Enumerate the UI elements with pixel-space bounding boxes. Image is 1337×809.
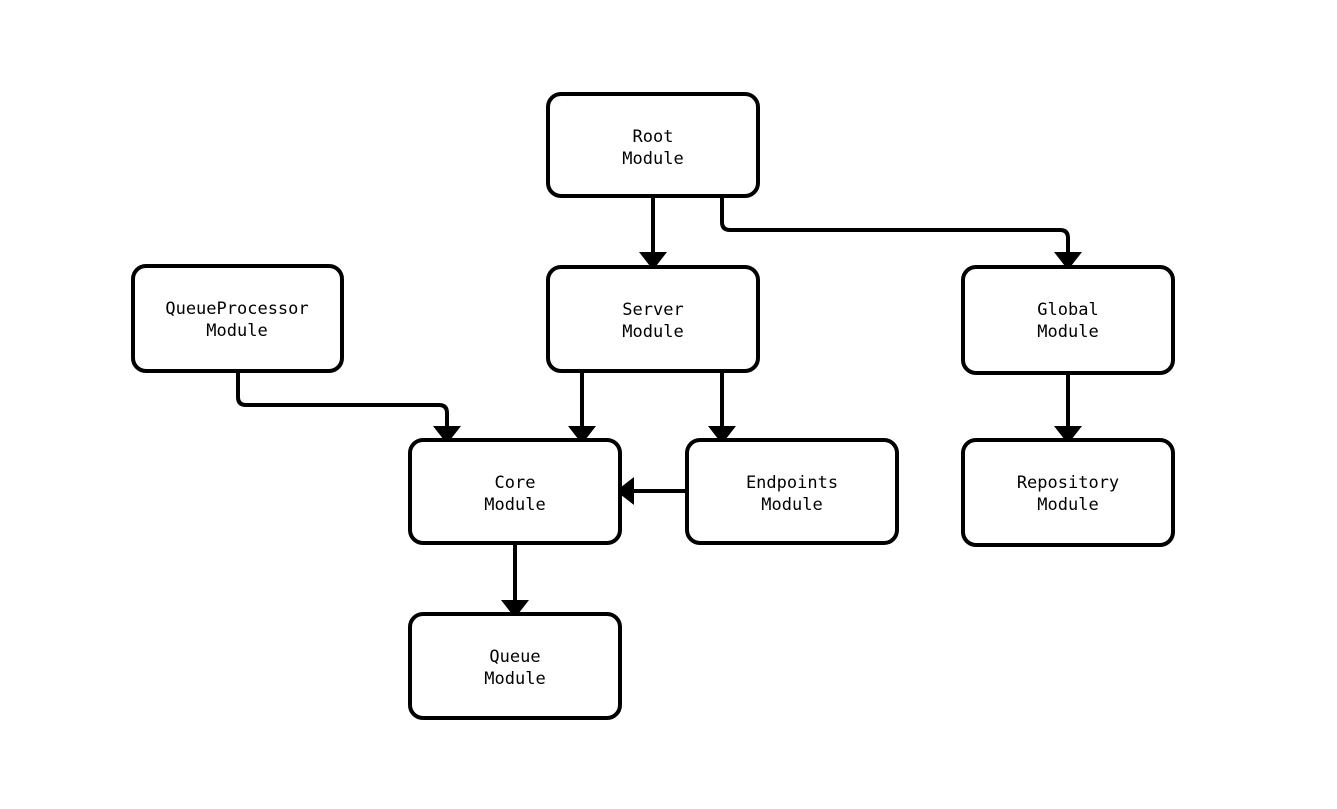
- arrowhead-down-icon: [433, 426, 461, 444]
- node-box[interactable]: [961, 438, 1175, 547]
- node-queueprocessor-module[interactable]: QueueProcessor Module: [131, 264, 344, 373]
- node-label-line1: Endpoints: [746, 473, 838, 493]
- node-label-line2: Module: [622, 322, 683, 342]
- node-box[interactable]: [685, 438, 899, 545]
- node-label-line2: Module: [206, 321, 267, 341]
- edge-server-to-core: [568, 371, 596, 444]
- node-box[interactable]: [546, 92, 760, 198]
- node-global-module[interactable]: Global Module: [961, 265, 1175, 375]
- node-label-line1: Global: [1037, 300, 1098, 320]
- node-layer: Root Module QueueProcessor Module Server…: [131, 92, 1175, 720]
- edge-line: [236, 371, 449, 426]
- edge-global-to-repository: [1054, 373, 1082, 444]
- node-label-line2: Module: [761, 495, 822, 515]
- node-box[interactable]: [546, 265, 760, 373]
- node-label-line1: Repository: [1017, 473, 1119, 493]
- node-box[interactable]: [408, 612, 622, 720]
- node-label-line2: Module: [484, 669, 545, 689]
- edge-layer: [236, 196, 1082, 618]
- node-box[interactable]: [131, 264, 344, 373]
- node-label-line1: Server: [622, 300, 683, 320]
- node-repository-module[interactable]: Repository Module: [961, 438, 1175, 547]
- node-label-line1: QueueProcessor: [165, 299, 308, 319]
- node-box[interactable]: [961, 265, 1175, 375]
- node-server-module[interactable]: Server Module: [546, 265, 760, 373]
- arrowhead-down-icon: [1054, 426, 1082, 444]
- node-label-line2: Module: [622, 149, 683, 169]
- edge-root-to-global: [720, 196, 1082, 270]
- node-root-module[interactable]: Root Module: [546, 92, 760, 198]
- node-core-module[interactable]: Core Module: [408, 438, 622, 545]
- node-endpoints-module[interactable]: Endpoints Module: [685, 438, 899, 545]
- edge-endpoints-to-core: [616, 477, 687, 505]
- edge-line: [720, 196, 1070, 252]
- arrowhead-left-icon: [616, 477, 634, 505]
- edge-queueprocessor-to-core: [236, 371, 461, 444]
- arrowhead-down-icon: [568, 426, 596, 444]
- node-label-line1: Root: [633, 127, 674, 147]
- node-label-line1: Core: [495, 473, 536, 493]
- arrowhead-down-icon: [1054, 252, 1082, 270]
- node-label-line1: Queue: [489, 647, 540, 667]
- edge-root-to-server: [639, 196, 667, 270]
- edge-core-to-queue: [501, 543, 529, 618]
- arrowhead-down-icon: [501, 600, 529, 618]
- node-box[interactable]: [408, 438, 622, 545]
- edge-server-to-endpoints: [708, 371, 736, 444]
- arrowhead-down-icon: [639, 252, 667, 270]
- arrowhead-down-icon: [708, 426, 736, 444]
- node-label-line2: Module: [1037, 495, 1098, 515]
- node-label-line2: Module: [484, 495, 545, 515]
- node-queue-module[interactable]: Queue Module: [408, 612, 622, 720]
- node-label-line2: Module: [1037, 322, 1098, 342]
